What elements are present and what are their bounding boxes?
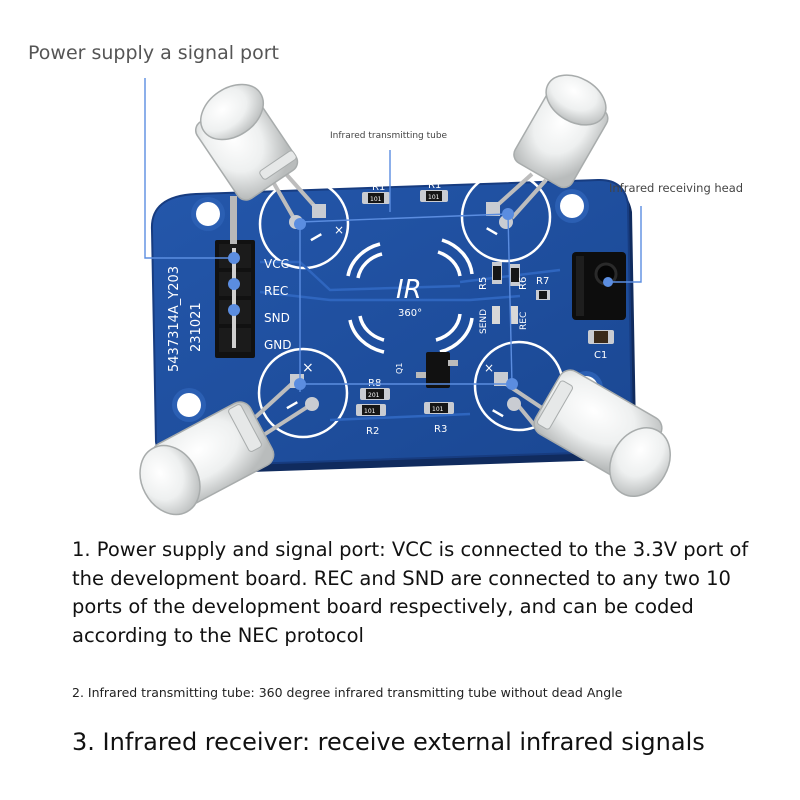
label-r1-right: R1 <box>428 180 441 191</box>
ir-receiver <box>572 252 626 320</box>
pin-label-gnd: GND <box>264 338 292 352</box>
mounting-hole <box>555 189 589 223</box>
label-r1-left: R1 <box>372 182 385 193</box>
callout-dots <box>228 208 613 390</box>
smd-resistor-r2: 101 <box>356 404 386 416</box>
label-r7: R7 <box>536 276 549 287</box>
capacitor-c1 <box>588 330 614 344</box>
ir-logo: IR 360° <box>346 238 474 354</box>
led-footprint <box>257 347 349 439</box>
ir-logo-text: IR <box>396 275 422 305</box>
svg-text:101: 101 <box>432 406 444 413</box>
label-r5: R5 <box>478 277 489 290</box>
label-rec: REC <box>519 312 529 330</box>
label-c1: C1 <box>594 350 607 361</box>
svg-text:×: × <box>484 361 494 375</box>
svg-text:×: × <box>302 360 314 376</box>
svg-text:×: × <box>334 223 344 237</box>
ir-module-photo: × × × IR 360° VCC REC SND <box>139 74 671 516</box>
label-r3: R3 <box>434 424 447 435</box>
ir-led-top-right <box>513 74 609 189</box>
mounting-hole <box>172 388 206 422</box>
ir-led-bottom-left <box>139 401 275 516</box>
callout-transmitting-tube: Infrared transmitting tube <box>330 131 448 141</box>
svg-text:101: 101 <box>364 408 376 415</box>
smd-resistor-r5-r6 <box>492 262 550 300</box>
pin-label-snd: SND <box>264 311 290 325</box>
mounting-hole <box>191 197 225 231</box>
transistor-q1 <box>416 352 458 388</box>
svg-text:201: 201 <box>368 392 380 399</box>
label-r2: R2 <box>366 426 379 437</box>
ir-logo-subtext: 360° <box>398 308 422 319</box>
ir-led-top-left <box>194 83 299 201</box>
smd-resistor-r1-right: 101 <box>420 190 448 202</box>
smd-resistor-r3: 101 <box>424 402 454 414</box>
callout-power-port: Power supply a signal port <box>28 42 279 64</box>
led-footprint <box>460 171 552 263</box>
pcb-board <box>150 178 634 468</box>
description-power-port: 1. Power supply and signal port: VCC is … <box>72 538 749 647</box>
description-transmitting-tube: 2. Infrared transmitting tube: 360 degre… <box>72 685 623 700</box>
description-receiver: 3. Infrared receiver: receive external i… <box>72 728 705 756</box>
callout-receiving-head: Infrared receiving head <box>609 181 744 195</box>
label-r6: R6 <box>518 277 529 290</box>
svg-text:101: 101 <box>428 194 440 201</box>
board-date-code: 231021 <box>189 302 204 352</box>
label-send: SEND <box>479 309 489 334</box>
pin-label-rec: REC <box>264 284 288 298</box>
pin-label-vcc: VCC <box>264 257 289 271</box>
ir-led-bottom-right <box>533 369 671 497</box>
smd-resistor-r1-left: 101 <box>362 192 390 204</box>
smd-leds <box>492 306 518 324</box>
svg-text:101: 101 <box>370 196 382 203</box>
callout-lines <box>144 78 642 392</box>
label-q1: Q1 <box>395 363 404 374</box>
board-part-number: 5437314A_Y203 <box>167 266 182 372</box>
smd-resistor-r8: 201 <box>360 388 390 400</box>
led-footprint <box>258 178 350 270</box>
